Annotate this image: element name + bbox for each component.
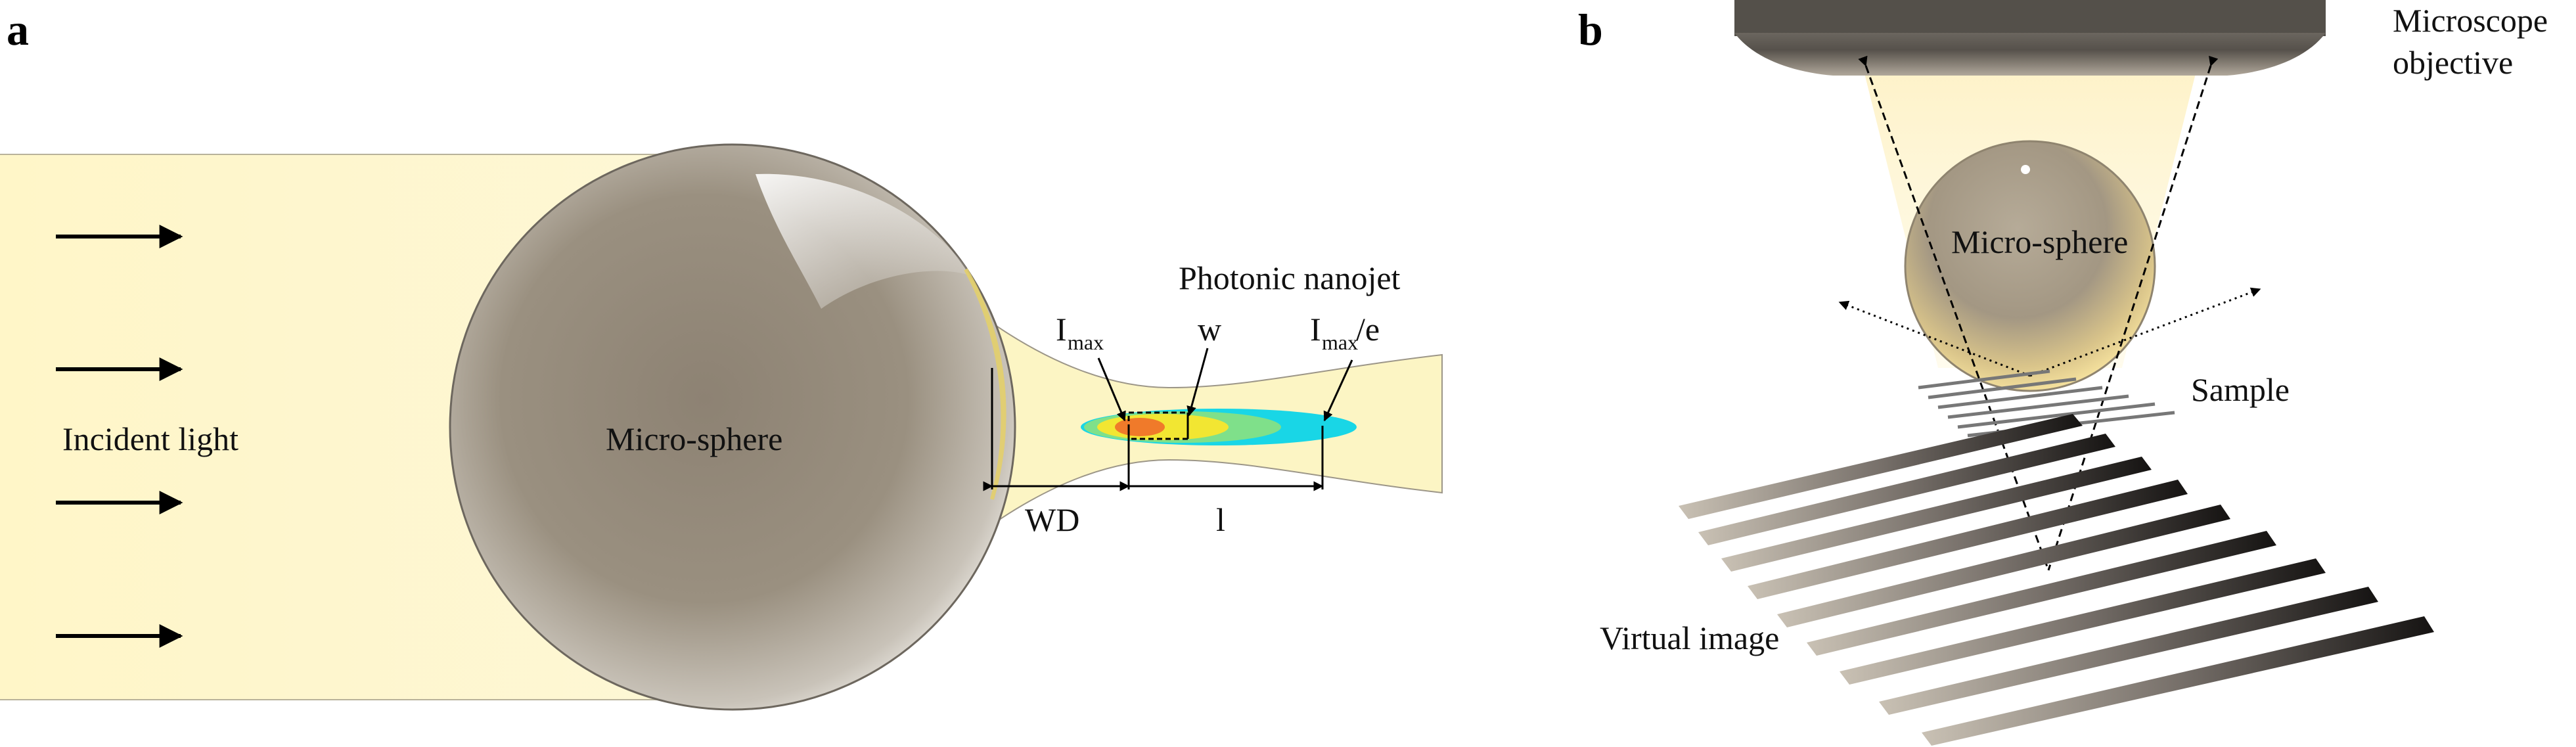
sample-line — [1947, 394, 2129, 419]
imaxe-subscript: max — [1322, 330, 1358, 354]
imaxe-pointer — [1323, 359, 1353, 422]
imaxe-text: I — [1310, 311, 1321, 348]
panel-a-label: a — [7, 5, 29, 55]
micro-sphere-b — [1905, 141, 2155, 391]
sample-label: Sample — [2191, 371, 2290, 408]
w-pointer — [1186, 348, 1209, 417]
imax-label: I max — [1056, 311, 1104, 354]
nanojet-map — [1081, 409, 1357, 445]
objective-label-line2: objective — [2393, 44, 2513, 81]
objective-rim — [1734, 33, 2326, 76]
imax-subscript: max — [1068, 330, 1104, 354]
objective-body — [1734, 0, 2326, 36]
panel-a: a Incident light Micro-sphere — [0, 5, 1443, 711]
virtual-strip — [1698, 434, 2115, 545]
objective-label-line1: Microscope — [2393, 2, 2548, 39]
virtual-image-strips — [1679, 414, 2434, 746]
sphere-edge-glow — [964, 268, 1006, 500]
sample-line — [1918, 369, 2050, 390]
virtual-strip — [1721, 457, 2152, 572]
l-label: l — [1216, 501, 1225, 538]
virtual-image-label: Virtual image — [1600, 620, 1779, 656]
ray-left — [1858, 55, 2050, 571]
sphere-label-a: Micro-sphere — [606, 420, 782, 457]
sample-line — [1937, 386, 2103, 409]
wd-label: WD — [1025, 501, 1079, 538]
w-label: w — [1198, 311, 1221, 348]
panel-b-label: b — [1578, 5, 1603, 55]
incident-light-label: Incident light — [62, 420, 238, 457]
sphere-highlight — [756, 173, 972, 309]
imax-pointer — [1097, 357, 1126, 422]
sphere-b-rim — [1904, 140, 2156, 392]
incident-arrows — [56, 225, 183, 648]
imaxe-tail: /e — [1356, 311, 1380, 348]
micro-sphere — [450, 145, 1015, 710]
dimension-lines — [983, 368, 1324, 491]
virtual-strip — [1748, 480, 2188, 599]
virtual-strip — [1879, 587, 2378, 715]
virtual-strip — [1777, 505, 2230, 627]
virtual-strip — [1807, 531, 2276, 656]
sphere-b-glint — [2021, 165, 2030, 174]
sphere-label-b: Micro-sphere — [1951, 223, 2128, 260]
sample-line — [1957, 402, 2156, 429]
sphere-rim — [449, 143, 1016, 711]
virtual-strip — [1922, 616, 2434, 746]
imax-text: I — [1056, 311, 1067, 348]
virtual-strip — [1679, 414, 2083, 519]
sample-line — [1928, 377, 2077, 399]
scatter-left — [1838, 300, 2031, 377]
nanojet-core — [1115, 418, 1165, 436]
nanojet-title: Photonic nanojet — [1179, 260, 1401, 296]
microscope-objective — [1734, 0, 2326, 76]
imaxe-label: I max /e — [1310, 311, 1380, 354]
panel-b: b Microscope objective Micro-sphere — [1578, 0, 2548, 746]
virtual-strip — [1840, 558, 2326, 685]
